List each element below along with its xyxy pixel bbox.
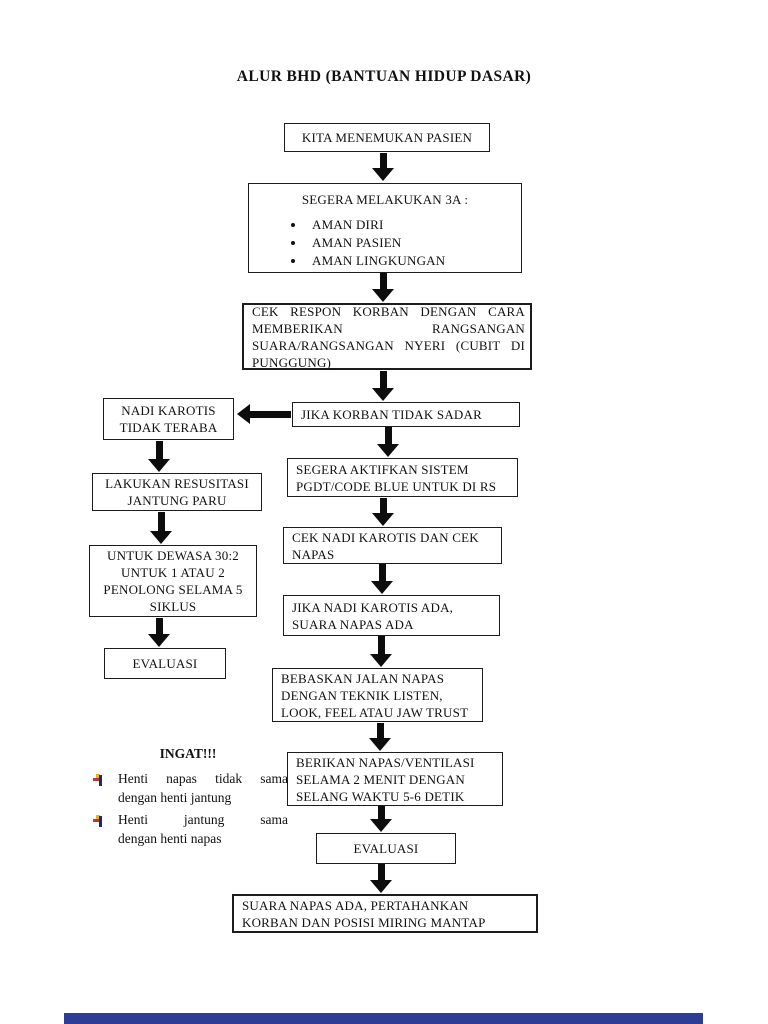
- page-title: ALUR BHD (BANTUAN HIDUP DASAR): [236, 68, 532, 85]
- do-3a-item: AMAN DIRI: [306, 216, 521, 234]
- arrow-down-icon: [370, 864, 392, 893]
- arrow-down-icon: [372, 371, 394, 401]
- do-3a-item: AMAN PASIEN: [306, 234, 521, 252]
- colored-arrow-bullet-icon: [93, 815, 102, 827]
- box-find-patient-label: KITA MENEMUKAN PASIEN: [301, 130, 473, 145]
- box-find-patient: KITA MENEMUKAN PASIEN: [284, 123, 490, 152]
- arrow-down-icon: [150, 512, 172, 544]
- arrow-down-icon: [372, 153, 394, 181]
- reminder-heading: INGAT!!!: [159, 746, 217, 761]
- do-3a-list: AMAN DIRI AMAN PASIEN AMAN LINGKUNGAN: [249, 216, 521, 270]
- arrow-down-icon: [369, 723, 391, 751]
- arrow-down-icon: [370, 806, 392, 832]
- arrow-down-icon: [372, 273, 394, 302]
- arrow-down-icon: [372, 498, 394, 526]
- footer-bar: [64, 1013, 703, 1024]
- arrow-down-icon: [148, 618, 170, 647]
- arrow-down-icon: [370, 636, 392, 667]
- box-do-3a: SEGERA MELAKUKAN 3A : AMAN DIRI AMAN PAS…: [248, 183, 522, 273]
- box-unconscious: JIKA KORBAN TIDAK SADAR: [292, 402, 520, 427]
- box-evaluation-right: EVALUASI: [316, 833, 456, 864]
- box-unconscious-label: JIKA KORBAN TIDAK SADAR: [301, 407, 482, 422]
- box-evaluation-left: EVALUASI: [104, 648, 226, 679]
- do-3a-item: AMAN LINGKUNGAN: [306, 252, 521, 270]
- arrow-down-icon: [377, 427, 399, 457]
- box-evaluation-left-label: EVALUASI: [132, 656, 198, 671]
- arrow-left-icon: [237, 404, 291, 424]
- arrow-down-icon: [371, 564, 393, 594]
- box-pulse-breath-present-label: JIKA NADI KAROTIS ADA,SUARA NAPAS ADA: [292, 599, 454, 632]
- arrow-down-icon: [148, 441, 170, 472]
- box-do-3a-heading: SEGERA MELAKUKAN 3A :: [301, 192, 469, 207]
- box-pulse-breath-present: JIKA NADI KAROTIS ADA,SUARA NAPAS ADA: [283, 595, 500, 636]
- colored-arrow-bullet-icon: [93, 774, 102, 786]
- box-evaluation-right-label: EVALUASI: [353, 841, 419, 856]
